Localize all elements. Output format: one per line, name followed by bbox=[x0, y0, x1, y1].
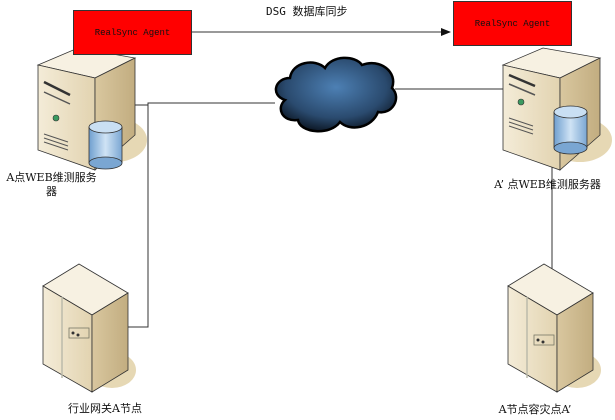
agent-left-label: RealSync Agent bbox=[94, 27, 171, 38]
agent-box-right: RealSync Agent bbox=[453, 1, 572, 46]
agent-box-left: RealSync Agent bbox=[73, 10, 192, 55]
gateway-a-icon bbox=[42, 263, 136, 393]
server-a-icon bbox=[36, 47, 147, 171]
server-a-prime-icon bbox=[501, 47, 612, 171]
server-a-prime-label: A’ 点WEB维测服务器 bbox=[494, 178, 601, 191]
server-a-label: A点WEB维测服务器 bbox=[6, 171, 97, 198]
sync-label: DSG 数据库同步 bbox=[266, 5, 348, 18]
network-cloud-icon bbox=[274, 56, 398, 133]
gateway-a-label: 行业网关A节点 bbox=[68, 402, 142, 415]
dr-node-icon bbox=[507, 263, 601, 393]
agent-right-label: RealSync Agent bbox=[474, 18, 551, 29]
dr-node-label: A节点容灾点A’ bbox=[498, 403, 572, 416]
